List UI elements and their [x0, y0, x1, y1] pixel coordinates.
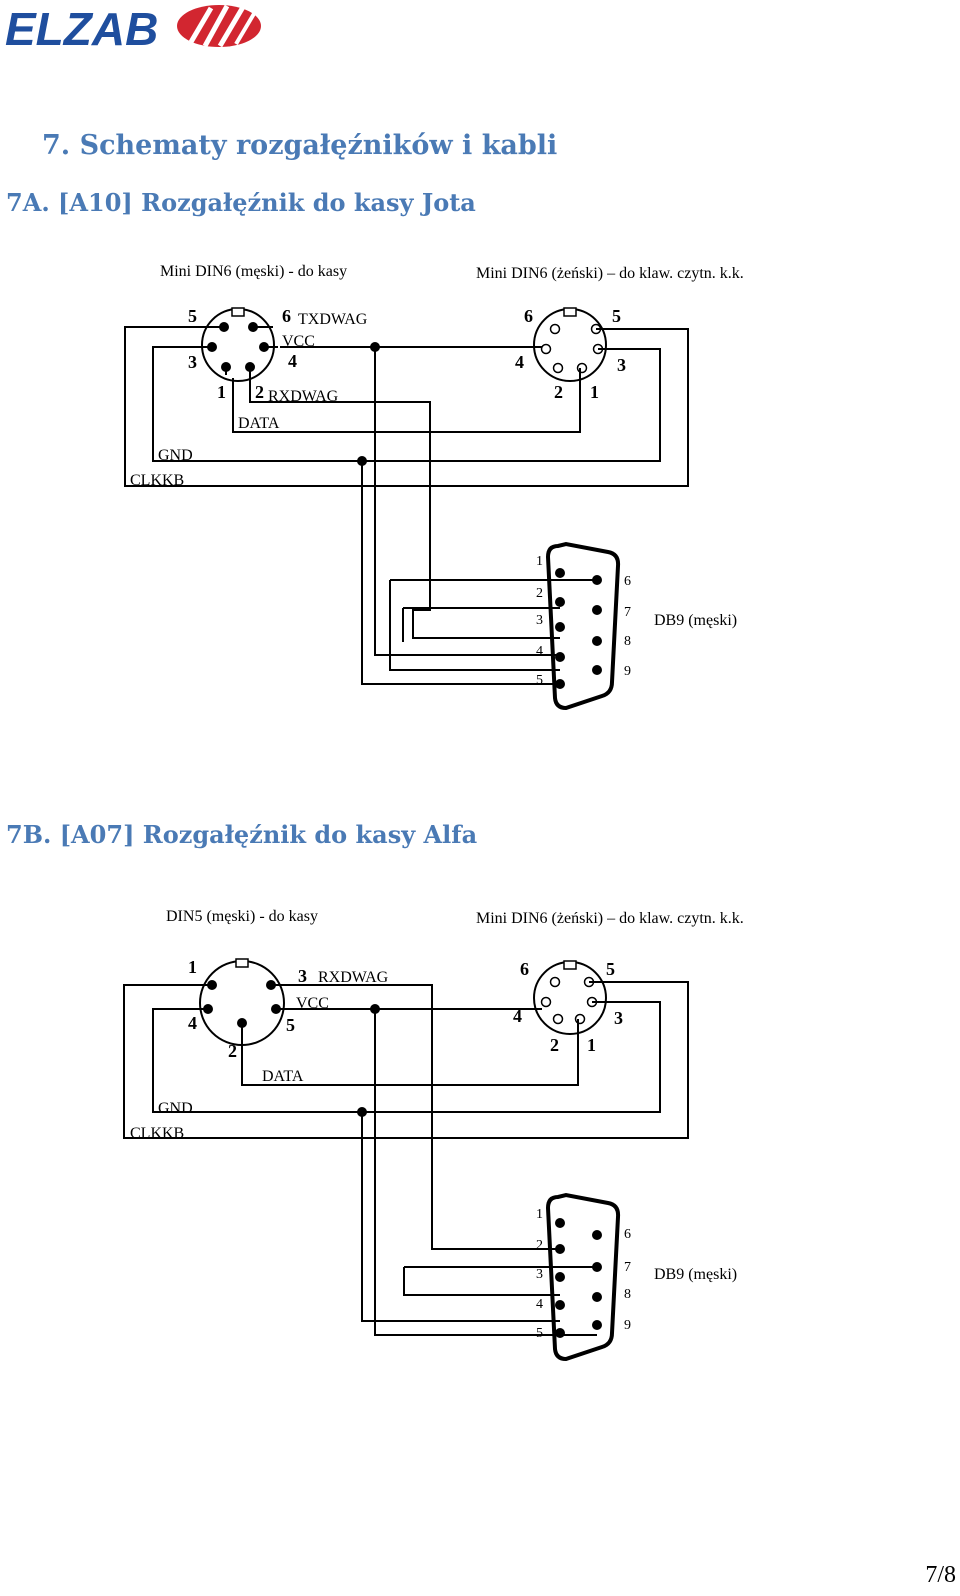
pin-label: 6 [282, 306, 291, 326]
logo-text: ELZAB [5, 3, 158, 52]
db9-pin-label: 8 [624, 1287, 631, 1302]
signal-label: DATA [262, 1068, 304, 1085]
pin-label: 3 [614, 1008, 623, 1028]
signal-label: TXDWAG [298, 311, 368, 328]
pin-label: 3 [617, 355, 626, 375]
pin-label: 5 [188, 306, 197, 326]
db9-pin-label: 6 [624, 1227, 631, 1242]
db9-pin-label: 7 [624, 1260, 631, 1275]
signal-label: CLKKB [130, 472, 184, 489]
db9-male-connector [545, 541, 621, 711]
pin-label: 1 [590, 382, 599, 402]
db9-pin-label: 9 [624, 1318, 631, 1333]
pin-label: 1 [587, 1035, 596, 1055]
db9-caption: DB9 (męski) [654, 612, 737, 629]
left-connector-caption: Mini DIN6 (męski) - do kasy [160, 263, 347, 280]
db9-male-connector [545, 1192, 621, 1362]
pin-label: 3 [188, 352, 197, 372]
signal-label: CLKKB [130, 1125, 184, 1142]
pin-label: 4 [515, 352, 524, 372]
db9-pin-label: 8 [624, 634, 631, 649]
db9-pin-label: 6 [624, 574, 631, 589]
signal-label: VCC [282, 333, 315, 350]
db9-pin-label: 4 [536, 1297, 543, 1312]
right-connector-caption: Mini DIN6 (żeński) – do klaw. czytn. k.k… [476, 265, 744, 282]
db9-pin-label: 3 [536, 613, 543, 628]
db9-caption: DB9 (męski) [654, 1266, 737, 1283]
pin-label: 5 [286, 1015, 295, 1035]
pin-label: 1 [188, 957, 197, 977]
left-connector-caption: DIN5 (męski) - do kasy [166, 908, 318, 925]
page-number: 7/8 [925, 1562, 956, 1588]
pin-label: 4 [288, 351, 297, 371]
db9-pin-label: 9 [624, 664, 631, 679]
wiring-lines [123, 981, 689, 1336]
db9-pin-label: 5 [536, 673, 543, 688]
signal-label: GND [158, 447, 193, 464]
db9-pin-label: 7 [624, 605, 631, 620]
pin-label: 2 [554, 382, 563, 402]
pin-label: 2 [228, 1041, 237, 1061]
mini-din6-female-connector [533, 307, 607, 382]
pin-label: 4 [188, 1013, 197, 1033]
db9-pin-label: 1 [536, 1207, 543, 1222]
pin-label: 5 [612, 306, 621, 326]
db9-pin-label: 4 [536, 644, 543, 659]
wiring-diagram-b: DIN5 (męski) - do kasy Mini DIN6 (żeński… [0, 905, 960, 1375]
pin-label: 2 [255, 382, 264, 402]
mini-din6-male-connector [201, 307, 275, 382]
signal-label: DATA [238, 415, 280, 432]
db9-pin-label: 2 [536, 1238, 543, 1253]
subsection-b-title: 7B. [A07] Rozgałęźnik do kasy Alfa [6, 820, 478, 849]
pin-label: 6 [524, 306, 533, 326]
pin-label: 3 [298, 966, 307, 986]
db9-pin-label: 5 [536, 1326, 543, 1341]
right-connector-caption: Mini DIN6 (żeński) – do klaw. czytn. k.k… [476, 910, 744, 927]
db9-pin-label: 3 [536, 1267, 543, 1282]
pin-label: 5 [606, 959, 615, 979]
pin-label: 2 [550, 1035, 559, 1055]
pin-label: 1 [217, 382, 226, 402]
signal-label: VCC [296, 995, 329, 1012]
elzab-logo: ELZAB [5, 2, 265, 55]
subsection-a-title: 7A. [A10] Rozgałęźnik do kasy Jota [6, 188, 476, 217]
pin-label: 4 [513, 1006, 522, 1026]
wiring-lines [124, 326, 689, 685]
section-title: 7. Schematy rozgałęźników i kabli [42, 130, 558, 161]
logo-mark-icon [177, 4, 261, 48]
db9-pin-label: 1 [536, 554, 543, 569]
signal-label: RXDWAG [268, 388, 339, 405]
mini-din6-female-connector [533, 960, 607, 1035]
signal-label: RXDWAG [318, 969, 389, 986]
signal-label: GND [158, 1100, 193, 1117]
pin-label: 6 [520, 959, 529, 979]
wiring-diagram-a: Mini DIN6 (męski) - do kasy Mini DIN6 (ż… [0, 250, 960, 730]
db9-pin-label: 2 [536, 586, 543, 601]
